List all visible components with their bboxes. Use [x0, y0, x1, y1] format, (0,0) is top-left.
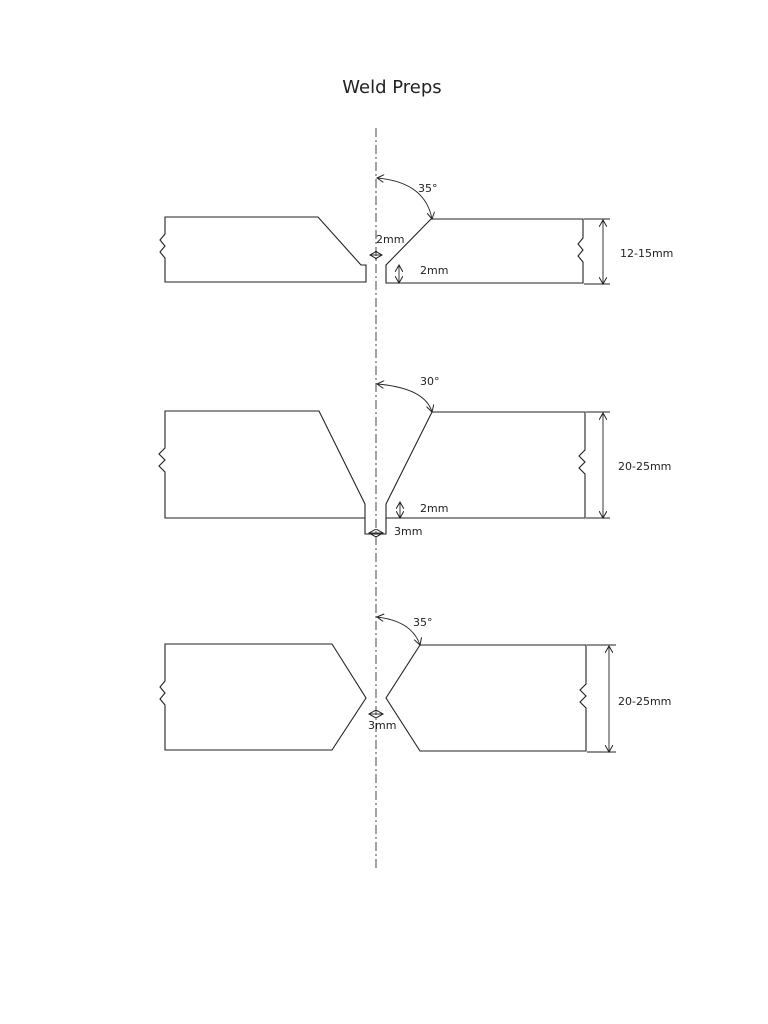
- thickness-label: 12-15mm: [620, 247, 673, 260]
- right-plate: [385, 411, 586, 519]
- right-plate: [385, 644, 587, 752]
- root-gap-label: 3mm: [394, 525, 422, 538]
- page-title: Weld Preps: [342, 77, 441, 98]
- left-plate: [158, 410, 366, 519]
- left-plate: [159, 216, 367, 283]
- thickness-label: 20-25mm: [618, 460, 671, 473]
- root-face-label: 2mm: [420, 502, 448, 515]
- left-plate: [159, 643, 367, 751]
- root-gap-label: 2mm: [376, 233, 404, 246]
- weld-prep-3: 35° 3mm 20-25mm: [159, 616, 671, 752]
- bevel-angle-label: 35°: [413, 616, 433, 629]
- root-gap-label: 3mm: [368, 719, 396, 732]
- right-plate: [385, 218, 584, 284]
- thickness-label: 20-25mm: [618, 695, 671, 708]
- root-face-label: 2mm: [420, 264, 448, 277]
- weld-prep-1: 35° 2mm 2mm 12-15mm: [159, 178, 673, 284]
- bevel-angle-arc: [377, 178, 432, 219]
- weld-prep-2: 30° 2mm 3mm 20-25mm: [158, 375, 671, 538]
- bevel-angle-arc: [377, 617, 420, 645]
- bevel-angle-arc: [377, 384, 432, 412]
- backing-strip: [364, 518, 387, 535]
- bevel-angle-label: 30°: [420, 375, 440, 388]
- bevel-angle-label: 35°: [418, 182, 438, 195]
